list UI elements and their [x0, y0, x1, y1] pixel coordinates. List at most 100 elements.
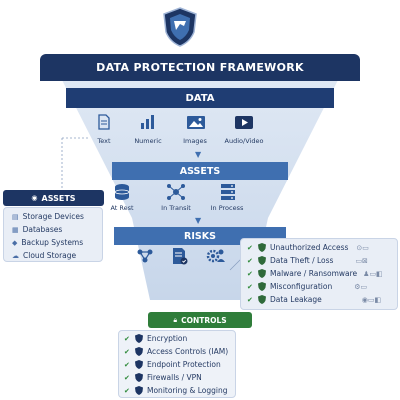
backup-icon: ◆	[12, 238, 18, 247]
list-item-label: Databases	[22, 225, 63, 234]
risk-item-document	[171, 247, 189, 269]
database-icon	[114, 184, 130, 200]
list-item: ✔ Firewalls / VPN	[124, 371, 235, 384]
lock-icon: ⊙▭	[356, 243, 369, 252]
list-item-label: Storage Devices	[22, 212, 84, 221]
controls-header-label: CONTROLS	[181, 315, 227, 325]
risk-item-config	[206, 247, 226, 269]
leak-icon: ◉▭◧	[361, 295, 382, 304]
data-header: DATA	[66, 88, 334, 108]
shield-icon	[135, 360, 143, 369]
list-item: ✔ Access Controls (IAM)	[124, 345, 235, 358]
list-item-label: Endpoint Protection	[147, 360, 221, 369]
bar-chart-icon	[141, 115, 154, 129]
shield-icon	[135, 347, 143, 356]
list-item-label: Cloud Storage	[23, 251, 77, 260]
title-bar: DATA PROTECTION FRAMEWORK	[40, 54, 360, 81]
data-header-label: DATA	[185, 92, 215, 104]
shield-icon	[135, 334, 143, 343]
list-item: ✔ Encryption	[124, 332, 235, 345]
list-item: ✔ Data Theft / Loss ▭⊠	[247, 254, 397, 267]
list-item-label: Unauthorized Access	[270, 243, 349, 252]
risks-header-label: RISKS	[184, 230, 216, 242]
data-item-text-label: Text	[97, 137, 111, 145]
controls-header: 🔒︎ CONTROLS	[148, 312, 252, 328]
device-icon: ▭⊠	[355, 256, 368, 265]
chevron-down-icon: ▼	[195, 216, 202, 225]
network-icon	[167, 184, 185, 200]
data-item-numeric-label: Numeric	[134, 137, 162, 145]
lock-icon: 🔒︎	[173, 315, 178, 324]
shield-icon	[258, 256, 266, 265]
check-icon: ✔	[247, 295, 253, 304]
risks-panel: ✔ Unauthorized Access ⊙▭ ✔ Data Theft / …	[240, 238, 398, 310]
list-item: ☁ Cloud Storage	[12, 249, 102, 262]
shield-icon	[258, 243, 266, 252]
database-small-icon: ▦	[12, 225, 19, 234]
network-risk-icon	[137, 249, 153, 263]
check-icon: ✔	[247, 256, 253, 265]
list-item-label: Data Leakage	[270, 295, 322, 304]
data-item-images	[186, 115, 206, 134]
check-icon: ✔	[124, 360, 130, 369]
asset-item-in-transit	[166, 183, 186, 205]
data-item-images-label: Images	[183, 137, 207, 145]
settings-warning-icon: ⚙▭	[354, 282, 368, 291]
list-item: ✔ Monitoring & Logging	[124, 384, 235, 397]
list-item: ✔ Endpoint Protection	[124, 358, 235, 371]
document-icon	[98, 114, 110, 130]
risk-item-network	[136, 248, 154, 268]
asset-item-in-transit-label: In Transit	[161, 204, 191, 212]
malware-icon: ♟▭◧	[363, 269, 383, 278]
server-icon	[221, 184, 235, 200]
list-item: ▤Storage Devices	[12, 210, 102, 223]
check-icon: ✔	[124, 386, 130, 395]
list-item-label: Data Theft / Loss	[270, 256, 334, 265]
shield-icon	[135, 386, 143, 395]
check-icon: ✔	[247, 269, 253, 278]
list-item: ✔ Unauthorized Access ⊙▭	[247, 241, 397, 254]
controls-panel: ✔ Encryption ✔ Access Controls (IAM) ✔ E…	[118, 330, 236, 398]
check-icon: ✔	[124, 347, 130, 356]
document-check-icon	[173, 248, 188, 265]
storage-icon: ▤	[12, 212, 19, 221]
asset-item-at-rest-label: At Rest	[110, 204, 134, 212]
assets-header: ASSETS	[112, 162, 288, 180]
gear-user-icon	[206, 249, 225, 263]
data-item-audio-video-label: Audio/Video	[224, 137, 264, 145]
shield-logo-icon	[163, 7, 197, 47]
image-icon	[187, 116, 205, 129]
asset-item-in-process-label: In Process	[210, 204, 244, 212]
page-title: DATA PROTECTION FRAMEWORK	[96, 61, 304, 74]
shield-icon	[135, 373, 143, 382]
cloud-icon: ☁	[12, 251, 19, 260]
assets-panel-title: ASSETS	[41, 193, 76, 203]
assets-panel: ▤Storage Devices ▦Databases ◆Backup Syst…	[3, 207, 103, 262]
data-item-text	[92, 114, 118, 134]
assets-panel-header: ◉ ASSETS	[3, 190, 104, 206]
list-item: ✔ Malware / Ransomware ♟▭◧	[247, 267, 397, 280]
list-item: ▦Databases	[12, 223, 102, 236]
data-item-numeric	[140, 114, 156, 134]
list-item-label: Encryption	[147, 334, 188, 343]
shield-icon	[258, 295, 266, 304]
check-icon: ✔	[247, 282, 253, 291]
shield-icon	[258, 269, 266, 278]
check-icon: ✔	[124, 373, 130, 382]
list-item-label: Access Controls (IAM)	[147, 347, 229, 356]
list-item: ◆Backup Systems	[12, 236, 102, 249]
list-item: ✔ Misconfiguration ⚙▭	[247, 280, 397, 293]
list-item-label: Monitoring & Logging	[147, 386, 228, 395]
list-item-label: Misconfiguration	[270, 282, 333, 291]
assets-header-label: ASSETS	[179, 165, 221, 177]
check-icon: ✔	[124, 334, 130, 343]
list-item-label: Firewalls / VPN	[147, 373, 202, 382]
list-item-label: Backup Systems	[21, 238, 84, 247]
asset-item-at-rest	[113, 183, 131, 205]
check-icon: ✔	[247, 243, 253, 252]
data-item-audio-video	[234, 115, 254, 134]
asset-item-in-process	[219, 183, 237, 205]
database-badge-icon: ◉	[31, 194, 38, 202]
list-item-label: Malware / Ransomware	[270, 269, 358, 278]
chevron-down-icon: ▼	[195, 150, 202, 159]
